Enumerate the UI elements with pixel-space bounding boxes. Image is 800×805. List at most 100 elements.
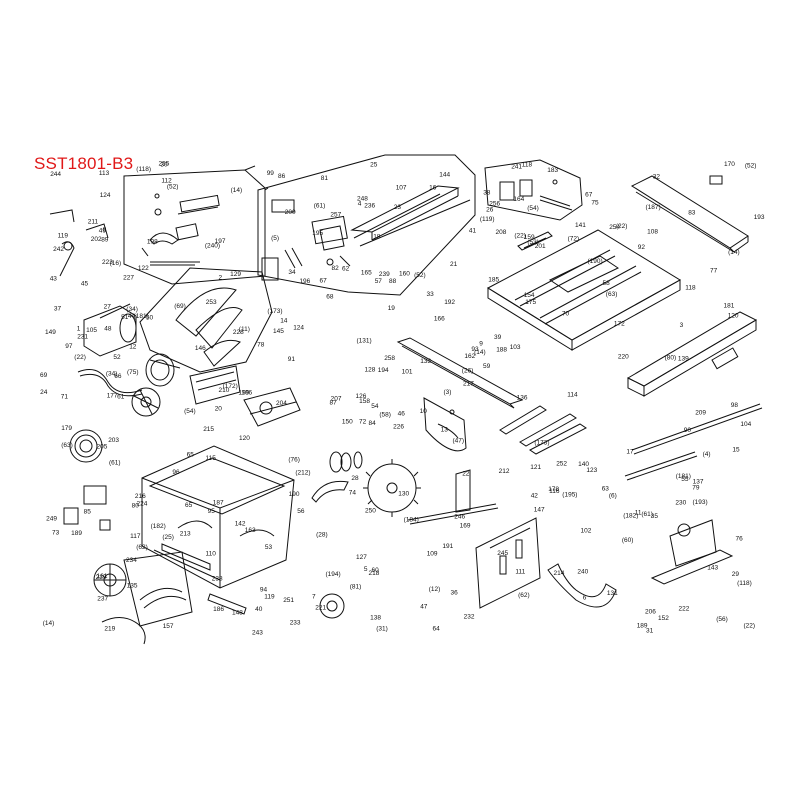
part-number-label: 144 [439,171,450,178]
part-number-label: 12 [129,343,137,350]
part-number-label: 95 [208,508,216,515]
handwheel-center [319,593,345,619]
part-number-label: 72 [359,418,367,425]
bottom-handle [207,593,247,615]
part-number-label: 87 [330,400,338,407]
part-number-label: (31) [376,626,388,633]
part-number-label: (212) [295,469,310,476]
gear-housing-callout [139,267,273,373]
part-number-label: 231 [77,333,88,340]
part-number-label: 179 [61,425,72,432]
part-number-label: 21 [450,261,458,268]
part-number-label: 126 [356,393,367,400]
part-number-label: 10 [420,408,428,415]
part-number-label: (118) [136,166,151,173]
part-number-label: 226 [393,424,404,431]
part-number-label: 20 [215,405,223,412]
part-number-label: (28) [316,532,328,539]
part-number-label: (4) [703,451,711,458]
part-number-label: 4 [358,201,362,208]
part-number-label: (14) [43,620,55,627]
part-number-label: 204 [276,400,287,407]
motor-armature [145,353,241,405]
part-number-label: 219 [104,626,115,633]
part-number-label: 103 [510,344,521,351]
part-number-label: 141 [575,222,586,229]
saw-blade [363,459,421,517]
part-number-label: 2 [219,275,223,282]
part-number-label: 158 [359,398,370,405]
part-number-label: (12) [429,586,441,593]
part-number-label: (181) [134,313,149,320]
part-number-label: 136 [517,395,528,402]
part-number-label: 69 [40,372,48,379]
part-number-label: (182) [151,523,166,530]
part-number-label: 212 [499,468,510,475]
part-number-label: 37 [54,306,62,313]
part-number-label: 217 [463,381,474,388]
part-number-label: 101 [402,369,413,376]
part-number-label: 203 [108,437,119,444]
part-number-label: 5 [364,566,368,573]
part-number-label: 31 [646,628,654,635]
part-number-label: 178 [548,486,559,493]
drive-pulley [69,429,103,463]
part-number-label: 67 [320,277,328,284]
part-number-label: 234 [126,557,137,564]
part-number-label: 65 [187,452,195,459]
part-number-label: 39 [494,334,502,341]
part-number-label: 15 [732,446,740,453]
part-number-label: 251 [283,597,294,604]
fence-rail [350,185,471,247]
part-number-label: 120 [728,313,739,320]
part-number-label: 124 [100,192,111,199]
part-number-label: 34 [288,269,296,276]
part-number-label: 245 [497,550,508,557]
handwheel-left [93,563,127,597]
part-number-label: 133 [420,358,431,365]
part-number-label: (52) [167,184,179,191]
part-number-label: 55 [681,476,689,483]
part-number-label: (63) [61,442,73,449]
part-number-label: 60 [372,567,380,574]
part-number-label: 40 [255,606,263,613]
part-number-label: 38 [483,190,491,197]
part-number-label: 67 [585,191,593,198]
part-number-label: 118 [522,161,533,168]
part-number-label: 201 [535,243,546,250]
part-number-label: 118 [685,284,696,291]
part-number-label: 85 [84,509,92,516]
part-number-label: 152 [658,615,669,622]
part-number-label: (14) [474,349,486,356]
part-number-label: (54) [527,205,539,212]
part-number-label: 215 [203,426,214,433]
part-number-label: 89 [101,237,109,244]
part-number-label: 237 [97,595,108,602]
part-number-label: 154 [524,292,535,299]
part-number-label: 29 [732,571,740,578]
part-number-label: (119) [480,216,495,223]
part-number-label: 198 [147,239,158,246]
part-number-label: 91 [288,356,296,363]
motor-housing [83,303,137,357]
part-number-label: 248 [357,196,368,203]
part-number-label: 17 [626,449,634,456]
part-number-label: 139 [678,355,689,362]
part-number-label: 207 [331,396,342,403]
part-number-label: (75) [127,369,139,376]
part-number-label: 11 [635,509,642,516]
part-number-label: (6) [609,493,617,500]
part-number-label: 119 [264,594,275,601]
part-number-label: (16) [110,260,122,267]
right-extension-table [626,311,758,397]
part-number-label: 239 [379,271,390,278]
part-number-label: (11) [239,326,250,333]
part-number-label: 99 [267,170,275,177]
part-number-label: (60) [622,537,634,544]
part-number-label: 233 [290,619,301,626]
part-number-label: 36 [451,589,459,596]
part-number-label: 108 [647,228,658,235]
part-number-label: 142 [235,520,246,527]
part-number-label: (173) [534,440,549,447]
part-number-labels: 226227158161162163164160159(3)(52)(56)(7… [40,160,765,636]
